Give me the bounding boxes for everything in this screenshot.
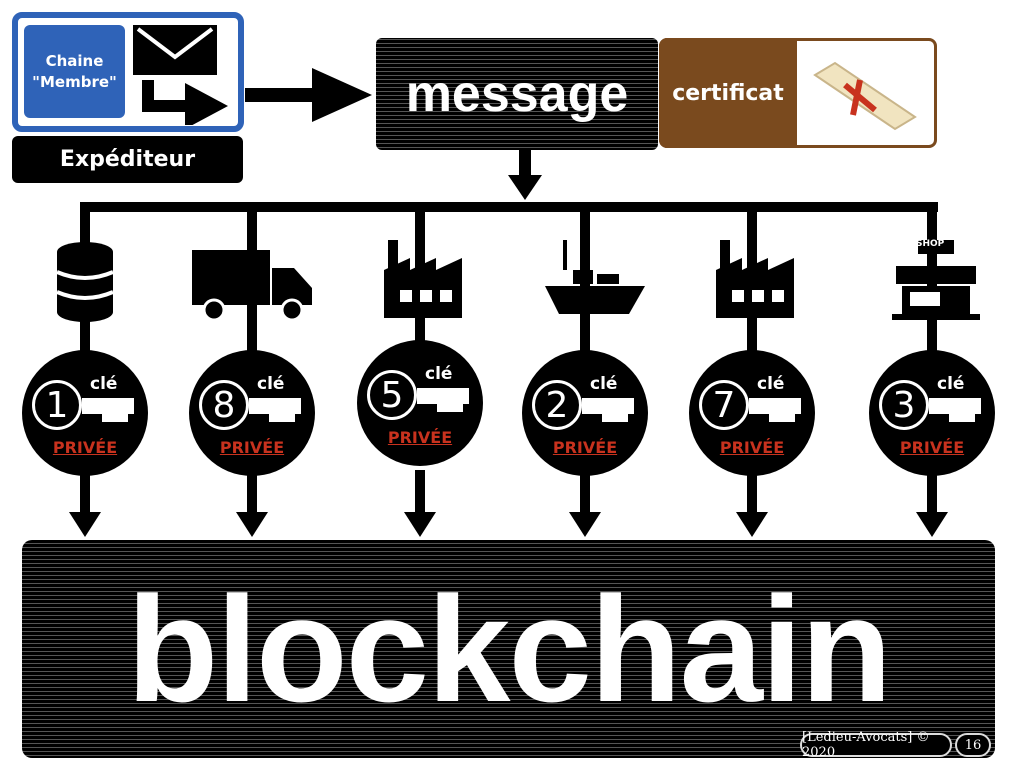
page-number: 16: [955, 733, 991, 757]
key-icon: [929, 398, 981, 422]
arrow-head: [736, 512, 768, 537]
factory-icon: [716, 240, 794, 318]
ship-icon: [545, 240, 645, 314]
key-type: PRIVÉE: [52, 438, 118, 457]
member-number: 2: [532, 380, 582, 430]
member-node: 1 clé PRIVÉE: [22, 350, 148, 476]
shop-icon: [892, 240, 980, 320]
drop-line: [80, 470, 90, 515]
certificate-label: certificat: [659, 38, 797, 148]
key-icon: [249, 398, 301, 422]
key-label: clé: [757, 374, 785, 394]
drop-line: [415, 470, 425, 515]
member-number: 3: [879, 380, 929, 430]
scroll-certificate-icon: [813, 61, 917, 131]
member-node: 7 clé PRIVÉE: [689, 350, 815, 476]
copyright: [Ledieu-Avocats] © 2020: [800, 730, 952, 760]
message-box: message: [376, 38, 658, 150]
member-number: 7: [699, 380, 749, 430]
key-type: PRIVÉE: [719, 438, 785, 457]
key-icon: [82, 398, 134, 422]
drop-line: [247, 470, 257, 515]
database-icon: [56, 242, 114, 322]
member-node: 3 clé PRIVÉE: [869, 350, 995, 476]
key-label: clé: [937, 374, 965, 394]
key-icon: [417, 388, 469, 412]
send-mail-icon: [133, 25, 228, 125]
sender-role: Expéditeur: [12, 136, 243, 183]
factory-icon: [384, 240, 462, 318]
blockchain-box: blockchain: [22, 540, 995, 758]
key-label: clé: [257, 374, 285, 394]
arrow-head: [69, 512, 101, 537]
arrow-head: [404, 512, 436, 537]
key-type: PRIVÉE: [219, 438, 285, 457]
member-node: 5 clé PRIVÉE: [357, 340, 483, 466]
chain-member-label: Chaine "Membre": [24, 25, 125, 118]
drop-line: [747, 470, 757, 515]
key-type: PRIVÉE: [899, 438, 965, 457]
truck-icon: [192, 250, 312, 322]
member-number: 5: [367, 370, 417, 420]
member-number: 1: [32, 380, 82, 430]
key-label: clé: [590, 374, 618, 394]
key-icon: [749, 398, 801, 422]
arrow-head: [236, 512, 268, 537]
key-type: PRIVÉE: [387, 428, 453, 447]
key-icon: [582, 398, 634, 422]
drop-line: [580, 470, 590, 515]
key-label: clé: [425, 364, 453, 384]
member-node: 2 clé PRIVÉE: [522, 350, 648, 476]
member-number: 8: [199, 380, 249, 430]
shop-sign: SHOP: [916, 239, 945, 249]
key-type: PRIVÉE: [552, 438, 618, 457]
drop-line: [927, 470, 937, 515]
arrow-head: [569, 512, 601, 537]
key-label: clé: [90, 374, 118, 394]
arrow-head: [916, 512, 948, 537]
member-node: 8 clé PRIVÉE: [189, 350, 315, 476]
